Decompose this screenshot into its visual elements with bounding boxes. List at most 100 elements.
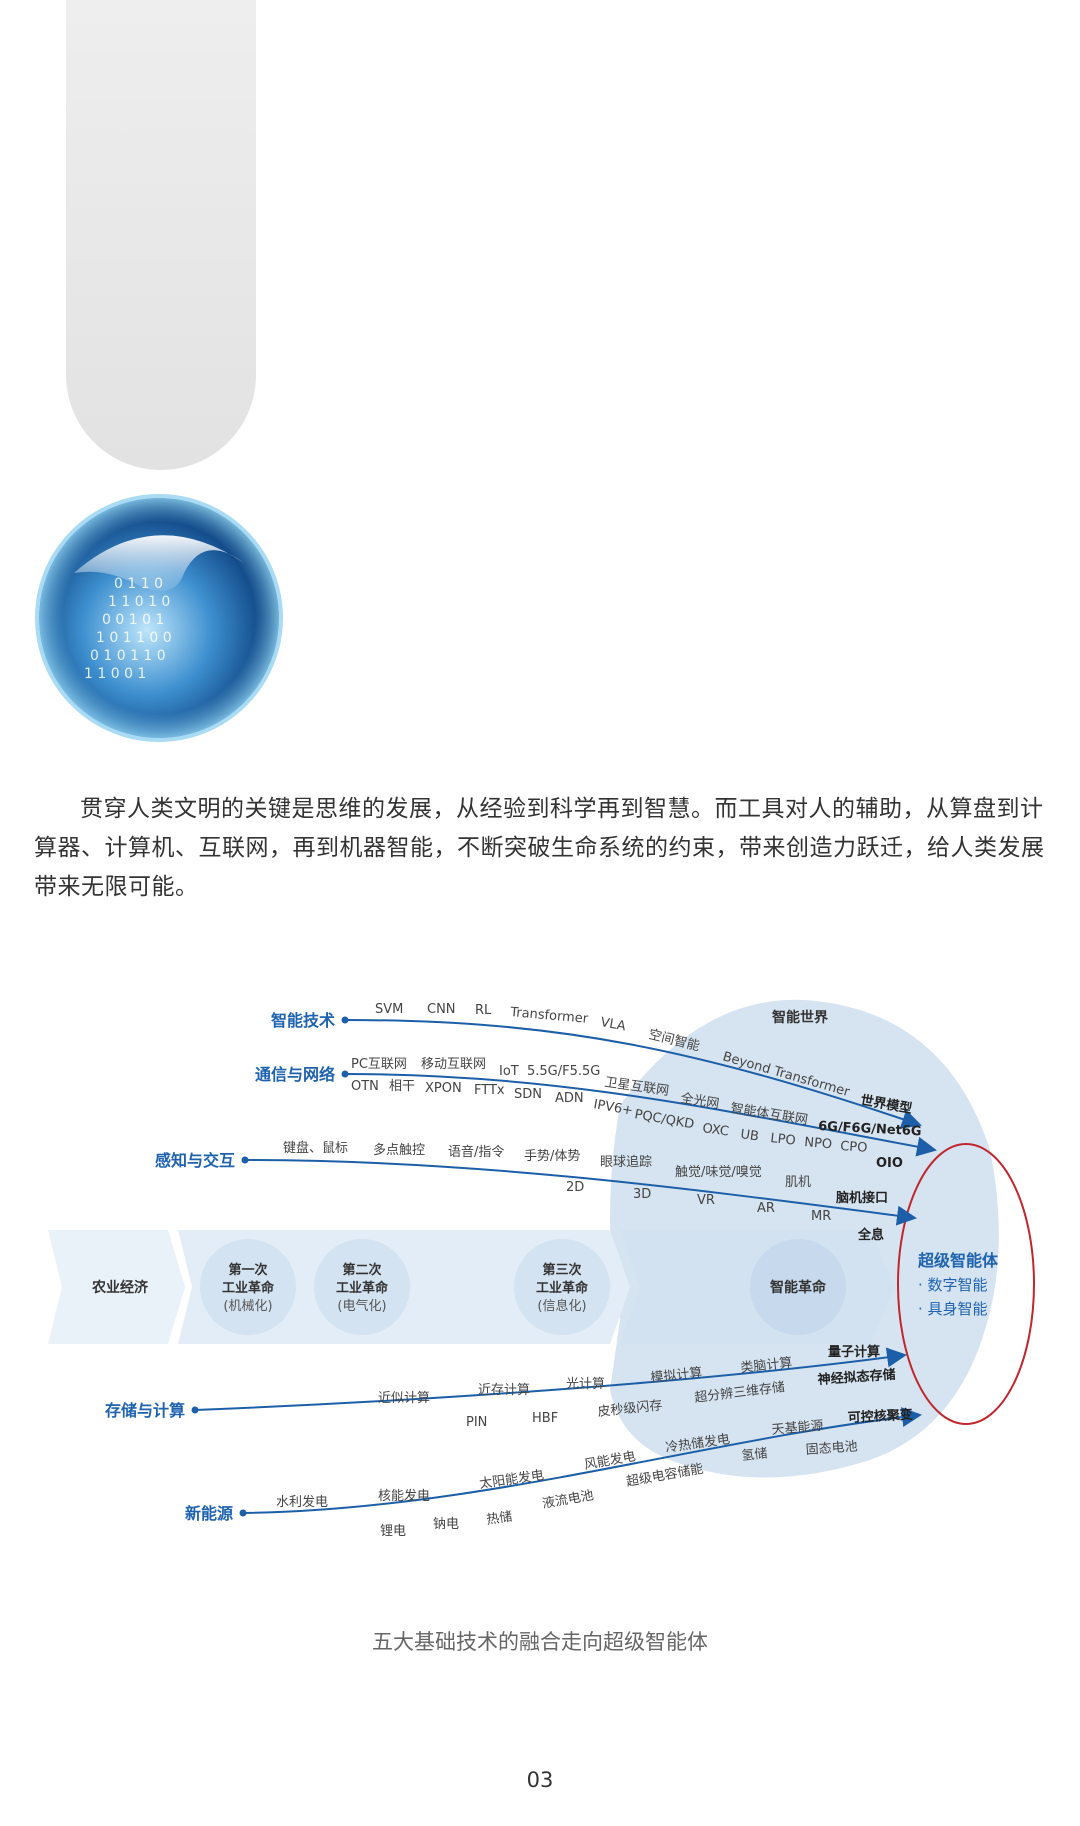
term-space-energy: 天基能源 <box>771 1419 824 1438</box>
term-ar: AR <box>757 1201 775 1216</box>
svg-text:工业革命: 工业革命 <box>536 1280 589 1296</box>
endpoint-hologram: 全息 <box>857 1227 884 1243</box>
term-oxc: OXC <box>701 1121 729 1140</box>
term-fttx: FTTx <box>474 1083 505 1098</box>
term-cpo: CPO <box>840 1139 868 1156</box>
term-ipv6: IPV6+ <box>592 1097 634 1119</box>
endpoint-bci: 脑机接口 <box>836 1190 888 1206</box>
binary-orb-image: 0 1 1 01 1 0 1 00 0 1 0 11 0 1 1 0 00 1 … <box>34 493 284 743</box>
track-line-energy <box>242 1407 922 1514</box>
svg-text:第一次: 第一次 <box>228 1262 267 1278</box>
term-solid-state-battery: 固态电池 <box>805 1439 858 1458</box>
term-hydro: 水利发电 <box>276 1494 328 1510</box>
term-lpo: LPO <box>770 1131 797 1149</box>
svg-text:(机械化): (机械化) <box>223 1299 272 1314</box>
term-lithium: 锂电 <box>380 1524 406 1539</box>
track-name-energy: 新能源 <box>185 1504 233 1523</box>
track-name-ai: 智能技术 <box>271 1011 335 1030</box>
stage-circle-2 <box>314 1239 410 1335</box>
bubble-title: 智能世界 <box>771 1009 829 1026</box>
endpoint-oio: OIO <box>876 1156 903 1171</box>
track-line-storage <box>194 1347 907 1411</box>
figure-caption: 五大基础技术的融合走向超级智能体 <box>372 1630 708 1654</box>
track-dot-energy <box>239 1509 247 1517</box>
stage-circle-1 <box>200 1239 296 1335</box>
track-name-perception: 感知与交互 <box>155 1151 235 1170</box>
stage-third-industrial: 第三次 工业革命 (信息化) <box>536 1262 589 1314</box>
target-title: 超级智能体 <box>917 1251 999 1270</box>
term-adn: ADN <box>555 1091 584 1106</box>
svg-text:工业革命: 工业革命 <box>336 1280 389 1296</box>
svg-text:第二次: 第二次 <box>342 1262 381 1278</box>
term-picosecond-flash: 皮秒级闪存 <box>597 1398 663 1420</box>
endpoint-6g: 6G/F6G/Net6G <box>818 1119 922 1139</box>
term-near-memory: 近存计算 <box>478 1383 530 1398</box>
decorative-rounded-bar <box>66 0 256 470</box>
stage-agriculture: 农业经济 <box>91 1279 149 1296</box>
intro-paragraph: 贯穿人类文明的关键是思维的发展，从经验到科学再到智慧。而工具对人的辅助，从算盘到… <box>34 796 1045 900</box>
term-optical-compute: 光计算 <box>566 1377 605 1392</box>
svg-text:(电气化): (电气化) <box>337 1298 386 1314</box>
term-ub: UB <box>739 1127 759 1144</box>
term-approx-compute: 近似计算 <box>378 1391 430 1406</box>
term-3d: 3D <box>633 1187 651 1202</box>
endpoint-fusion: 可控核聚变 <box>847 1407 913 1426</box>
track-dot-storage <box>191 1406 199 1414</box>
term-2d: 2D <box>566 1180 584 1195</box>
term-neuromorphic-compute: 类脑计算 <box>740 1356 793 1376</box>
super-agent-highlight-ring <box>897 1143 1035 1425</box>
term-voice: 语音/指令 <box>448 1144 504 1160</box>
term-analog-compute: 模拟计算 <box>650 1366 703 1386</box>
track-line-network <box>344 1073 937 1157</box>
term-all-optical: 全光网 <box>679 1090 720 1112</box>
term-gesture: 手势/体势 <box>524 1148 580 1164</box>
term-vr: VR <box>697 1193 715 1208</box>
term-solar: 太阳能发电 <box>478 1467 545 1492</box>
term-svm: SVM <box>375 1002 403 1017</box>
term-mobile-internet: 移动互联网 <box>421 1057 486 1072</box>
track-line-ai <box>344 1019 922 1129</box>
track-name-network: 通信与网络 <box>255 1065 335 1084</box>
term-eye-tracking: 眼球追踪 <box>600 1154 652 1170</box>
term-touch-taste-smell: 触觉/味觉/嗅觉 <box>675 1165 762 1180</box>
term-coherent: 相干 <box>389 1079 415 1094</box>
stage-intelligent-revolution: 智能革命 <box>769 1279 827 1296</box>
term-transformer: Transformer <box>509 1005 590 1027</box>
term-thermal-storage: 热储 <box>485 1509 513 1527</box>
term-otn: OTN <box>351 1079 379 1094</box>
term-5-5g: 5.5G/F5.5G <box>527 1064 600 1079</box>
svg-text:工业革命: 工业革命 <box>222 1280 275 1296</box>
term-muscle-machine: 肌机 <box>785 1175 811 1190</box>
stage-first-industrial: 第一次 工业革命 (机械化) <box>222 1262 275 1314</box>
term-sdn: SDN <box>514 1087 542 1102</box>
term-flow-battery: 液流电池 <box>541 1488 595 1512</box>
track-dot-ai <box>341 1016 349 1024</box>
term-vla: VLA <box>599 1015 627 1034</box>
svg-text:(信息化): (信息化) <box>537 1298 586 1314</box>
track-name-storage: 存储与计算 <box>105 1401 185 1420</box>
term-supercapacitor: 超级电容储能 <box>625 1461 705 1490</box>
term-mr: MR <box>811 1209 831 1224</box>
term-npo: NPO <box>804 1135 833 1152</box>
track-line-perception <box>244 1159 917 1226</box>
stage-circle-3 <box>514 1239 610 1335</box>
track-dot-perception <box>241 1156 249 1164</box>
term-cnn: CNN <box>427 1002 456 1017</box>
term-iot: IoT <box>499 1064 519 1079</box>
stage-circle-4 <box>750 1239 846 1335</box>
term-hydrogen: 氢储 <box>741 1446 768 1464</box>
term-pc-internet: PC互联网 <box>351 1057 407 1072</box>
term-hbf: HBF <box>532 1411 558 1426</box>
page-number: 03 <box>526 1768 554 1792</box>
term-xpon: XPON <box>425 1081 462 1096</box>
endpoint-quantum: 量子计算 <box>828 1344 880 1360</box>
term-multitouch: 多点触控 <box>373 1142 425 1158</box>
term-sodium: 钠电 <box>433 1517 459 1532</box>
term-pin: PIN <box>466 1415 487 1430</box>
target-item-digital: · 数字智能 <box>918 1276 988 1294</box>
convergence-diagram: 智能世界 农业经济 第一次 工业革命 (机械化) 第二次 工业革命 (电气化) … <box>0 990 1080 1580</box>
term-keyboard-mouse: 键盘、鼠标 <box>283 1140 348 1156</box>
term-nuclear: 核能发电 <box>378 1488 430 1504</box>
target-item-embodied: · 具身智能 <box>918 1300 988 1318</box>
term-rl: RL <box>475 1003 492 1018</box>
